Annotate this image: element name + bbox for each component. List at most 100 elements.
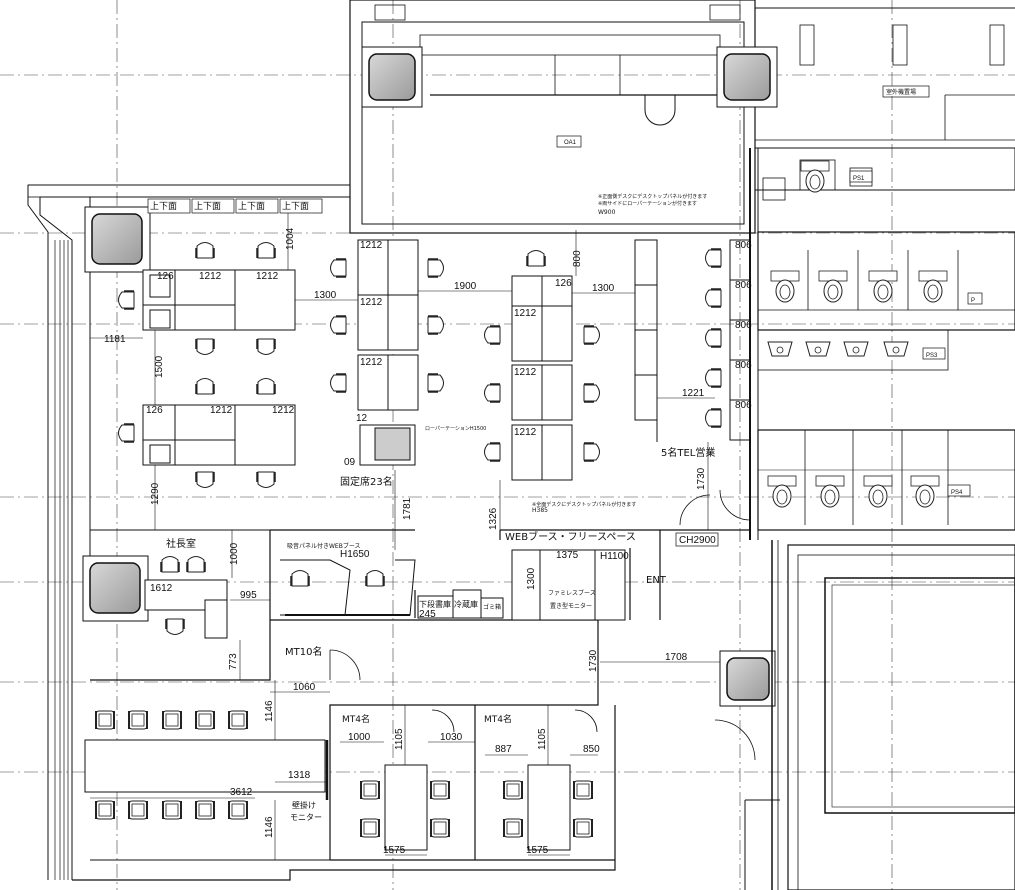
svg-text:09: 09: [344, 457, 356, 468]
fridge-label: 冷蔵庫: [454, 599, 478, 609]
note-top-1: ※正面側デスクにデスクトップパネルが付きます: [598, 193, 707, 200]
desk-cluster-b: [142, 404, 296, 466]
svg-text:126: 126: [157, 271, 174, 282]
lower-storage-label: 下段書庫: [419, 599, 451, 609]
room-labels: 固定席23名 ローパーテーションH1500 5名TEL営業 ※全面デスクにデスク…: [166, 426, 719, 822]
oa1-label: OA1: [564, 140, 577, 146]
restroom-stalls: [767, 160, 959, 525]
trash-label: ゴミ箱: [483, 603, 501, 611]
svg-text:126: 126: [555, 278, 572, 289]
svg-text:1030: 1030: [440, 732, 463, 743]
svg-text:1146: 1146: [264, 816, 275, 838]
president-room-label: 社長室: [166, 537, 196, 550]
svg-text:1181: 1181: [104, 334, 126, 345]
svg-text:806: 806: [735, 240, 752, 251]
updown-1: 上下面: [150, 201, 177, 212]
svg-text:1575: 1575: [383, 845, 406, 856]
svg-text:1730: 1730: [696, 467, 707, 490]
svg-text:1575: 1575: [526, 845, 549, 856]
h1100-label: H1100: [600, 551, 629, 562]
svg-text:1212: 1212: [360, 357, 383, 368]
svg-text:800: 800: [572, 250, 583, 267]
svg-text:1300: 1300: [526, 567, 537, 590]
svg-text:126: 126: [146, 405, 163, 416]
dimension-text: 1004 1181 1500 1290 1300 1900 800 1300 1…: [104, 227, 752, 856]
tel-chairs: [704, 248, 722, 428]
svg-text:1500: 1500: [154, 355, 165, 378]
svg-text:3612: 3612: [230, 787, 253, 798]
storage: [417, 589, 504, 619]
ps3-label: PS3: [926, 353, 938, 359]
svg-text:1212: 1212: [360, 240, 383, 251]
oa1-room: [349, 0, 756, 234]
president-desk: [144, 579, 228, 639]
web-booths: [280, 559, 416, 616]
mt4a-label: MT4名: [342, 713, 370, 725]
mt10-table: [84, 710, 326, 820]
svg-text:1146: 1146: [264, 700, 275, 722]
note-top-2: ※両サイドにローパーテーションが付きます: [598, 200, 697, 207]
ps4-label: PS4: [951, 490, 963, 496]
svg-text:1300: 1300: [592, 283, 615, 294]
svg-text:1000: 1000: [348, 732, 371, 743]
web-booth-chair-2: [365, 569, 385, 587]
svg-text:1060: 1060: [293, 682, 316, 693]
ent-label: ENT: [646, 575, 667, 586]
svg-text:773: 773: [228, 653, 239, 670]
web-booth-panel-label: 吸音パネル付きWEBブース: [287, 542, 361, 550]
svg-text:1004: 1004: [285, 227, 296, 250]
web-booth-chair-1: [290, 569, 310, 587]
desk-column-right: [511, 275, 573, 481]
desk-column-center: [357, 239, 419, 466]
ps-cut-label: P: [971, 298, 975, 304]
note-mid-2: H385: [532, 507, 548, 514]
wall-monitor-1: 壁掛け: [292, 800, 316, 810]
updown-2: 上下面: [194, 201, 221, 212]
updown-4: 上下面: [282, 201, 309, 212]
svg-text:850: 850: [583, 744, 600, 755]
note-mid-1: ※全面デスクにデスクトップパネルが付きます: [532, 501, 636, 508]
doors: [329, 489, 756, 761]
svg-text:1900: 1900: [454, 281, 477, 292]
svg-text:806: 806: [735, 320, 752, 331]
svg-text:1708: 1708: [665, 652, 688, 663]
svg-text:1212: 1212: [514, 367, 537, 378]
svg-text:1612: 1612: [150, 583, 173, 594]
svg-text:1326: 1326: [488, 507, 499, 530]
svg-text:806: 806: [735, 280, 752, 291]
svg-text:1212: 1212: [199, 271, 222, 282]
h1650-label: H1650: [340, 549, 370, 560]
desk-cluster-a: [142, 269, 296, 331]
svg-text:1212: 1212: [210, 405, 233, 416]
svg-text:887: 887: [495, 744, 512, 755]
svg-text:1730: 1730: [588, 649, 599, 672]
outdoor-unit-label: 室外機置場: [886, 88, 916, 96]
svg-text:1221: 1221: [682, 388, 705, 399]
tel-sales-label: 5名TEL営業: [661, 446, 715, 459]
svg-text:1212: 1212: [514, 308, 537, 319]
svg-text:1000: 1000: [229, 542, 240, 565]
svg-text:1375: 1375: [556, 550, 579, 561]
dimension-lines: [90, 213, 720, 860]
low-partition-label: ローパーテーションH1500: [425, 426, 486, 432]
web-free-label: WEBブース・フリースペース: [505, 530, 636, 543]
outdoor-area: [755, 7, 1015, 141]
fixed-seats-label: 固定席23名: [340, 475, 393, 488]
mt4b-label: MT4名: [484, 713, 512, 725]
svg-text:806: 806: [735, 360, 752, 371]
svg-text:1105: 1105: [537, 728, 548, 750]
svg-text:806: 806: [735, 400, 752, 411]
updown-labels: 上下面 上下面 上下面 上下面: [147, 198, 323, 214]
svg-text:1290: 1290: [150, 482, 161, 505]
svg-text:1212: 1212: [256, 271, 279, 282]
svg-text:1300: 1300: [314, 290, 337, 301]
note-top-3: W900: [598, 209, 616, 216]
tel-booths: [634, 239, 751, 442]
columns: [82, 46, 778, 707]
svg-text:1781: 1781: [402, 497, 413, 520]
wall-monitor-2: モニター: [290, 813, 322, 822]
svg-text:1318: 1318: [288, 770, 311, 781]
family-booth-label: ファミレスブース: [548, 589, 596, 597]
ps1-label: PS1: [853, 176, 865, 182]
standing-monitor-label: 置き型モニター: [550, 602, 592, 610]
